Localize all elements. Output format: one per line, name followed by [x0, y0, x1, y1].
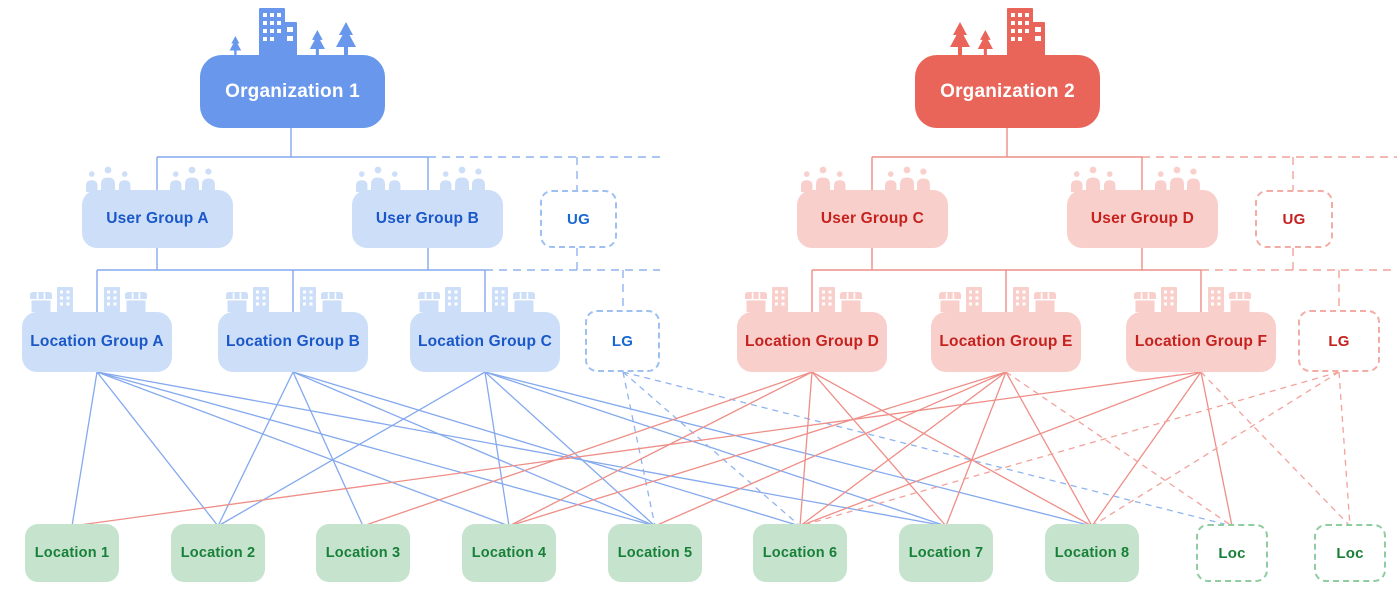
location-6-node: Location 6 [753, 524, 847, 582]
storefront-icon [931, 284, 1081, 313]
storefront-icon [410, 284, 560, 313]
location-7-node: Location 7 [899, 524, 993, 582]
storefront-icon [1126, 284, 1276, 313]
location-placeholder-2: Loc [1314, 524, 1386, 582]
location-1-node: Location 1 [25, 524, 119, 582]
location-3-node: Location 3 [316, 524, 410, 582]
user-group-placeholder-red: UG [1255, 190, 1333, 248]
user-group-a-node: User Group A [82, 190, 233, 248]
location-group-e-node: Location Group E [931, 312, 1081, 372]
storefront-icon [218, 284, 368, 313]
people-icon [82, 165, 233, 192]
org1-node: Organization 1 [200, 55, 385, 128]
org2-skyline-icon [950, 8, 1045, 56]
user-group-d-node: User Group D [1067, 190, 1218, 248]
user-group-b-node: User Group B [352, 190, 503, 248]
location-placeholder-1: Loc [1196, 524, 1268, 582]
location-group-placeholder-red: LG [1298, 310, 1380, 372]
location-4-node: Location 4 [462, 524, 556, 582]
location-group-d-node: Location Group D [737, 312, 887, 372]
storefront-icon [22, 284, 172, 313]
org1-skyline-icon [229, 8, 356, 56]
location-group-placeholder-blue: LG [585, 310, 660, 372]
location-group-b-node: Location Group B [218, 312, 368, 372]
location-5-node: Location 5 [608, 524, 702, 582]
location-8-node: Location 8 [1045, 524, 1139, 582]
org2-node: Organization 2 [915, 55, 1100, 128]
location-group-c-node: Location Group C [410, 312, 560, 372]
people-icon [352, 165, 503, 192]
location-group-a-node: Location Group A [22, 312, 172, 372]
user-group-c-node: User Group C [797, 190, 948, 248]
user-group-placeholder-blue: UG [540, 190, 617, 248]
location-group-f-node: Location Group F [1126, 312, 1276, 372]
people-icon [1067, 165, 1218, 192]
location-2-node: Location 2 [171, 524, 265, 582]
people-icon [797, 165, 948, 192]
storefront-icon [737, 284, 887, 313]
